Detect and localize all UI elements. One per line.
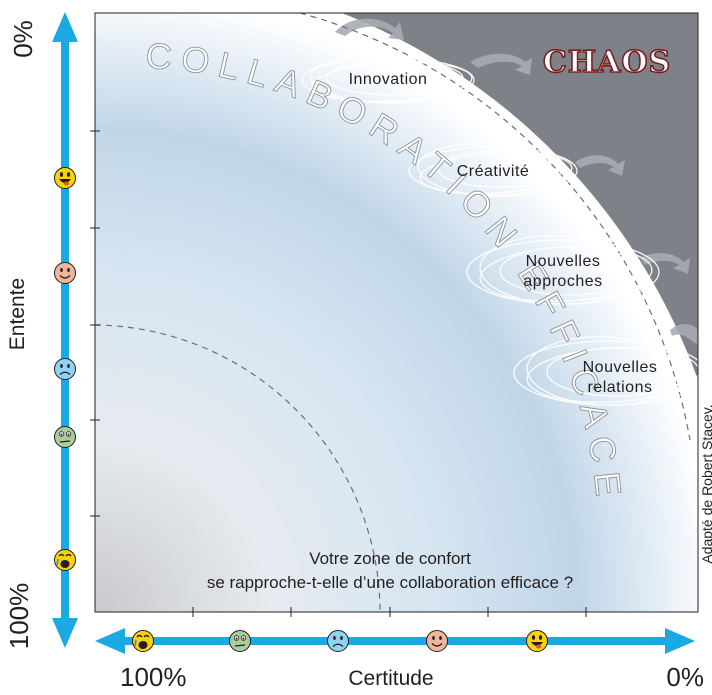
chaos-region [342, 13, 698, 380]
zone-label-nouvelles-approches: Nouvelles approches [523, 253, 603, 290]
comfort-zone-caption: Votre zone de confort se rapproche-t-ell… [140, 547, 640, 595]
crying-face-icon [54, 549, 76, 571]
laughing-face-icon [54, 167, 76, 189]
sick-face-icon [54, 426, 76, 448]
zone-label-nouvelles-relations: Nouvelles relations [582, 359, 658, 396]
crying-face-icon [132, 630, 154, 652]
horizontal-axis-right-label: 0% [666, 662, 704, 692]
sick-face-icon [229, 630, 251, 652]
bottom-ticks [192, 607, 587, 617]
chaos-label: CHAOS [543, 45, 671, 80]
caption-line-1: Votre zone de confort [309, 549, 471, 568]
vertical-axis-arrow [52, 12, 78, 648]
comfort-zone-arc [95, 324, 381, 612]
horizontal-axis-left-label: 100% [120, 662, 187, 692]
horizontal-axis-arrow [95, 628, 695, 654]
caption-line-2: se rapproche-t-elle d’une collaboration … [206, 573, 574, 592]
vertical-axis-bottom-label: 100% [4, 582, 34, 650]
zone-label-creativite: Créativité [456, 163, 530, 180]
zone-scribbles [301, 54, 698, 406]
vertical-axis-label: Entente [6, 277, 29, 351]
vertical-axis-top-label: 0% [8, 20, 38, 58]
credit-text: Adapté de Robert Stacev. [699, 404, 712, 564]
left-ticks [90, 130, 100, 517]
sad-face-icon [327, 630, 349, 652]
plot-area: COLLABORATION EFFICACE CHAOS [95, 13, 698, 612]
zone-label-innovation: Innovation [348, 71, 428, 88]
plot-border [94, 12, 699, 613]
swirl-arrows [335, 18, 698, 345]
sad-face-icon [54, 358, 76, 380]
smiling-face-icon [426, 630, 448, 652]
smiling-face-icon [54, 262, 76, 284]
horizontal-axis-label: Certitude [348, 667, 434, 690]
outer-dashed-arc [299, 13, 691, 441]
laughing-face-icon [526, 630, 548, 652]
